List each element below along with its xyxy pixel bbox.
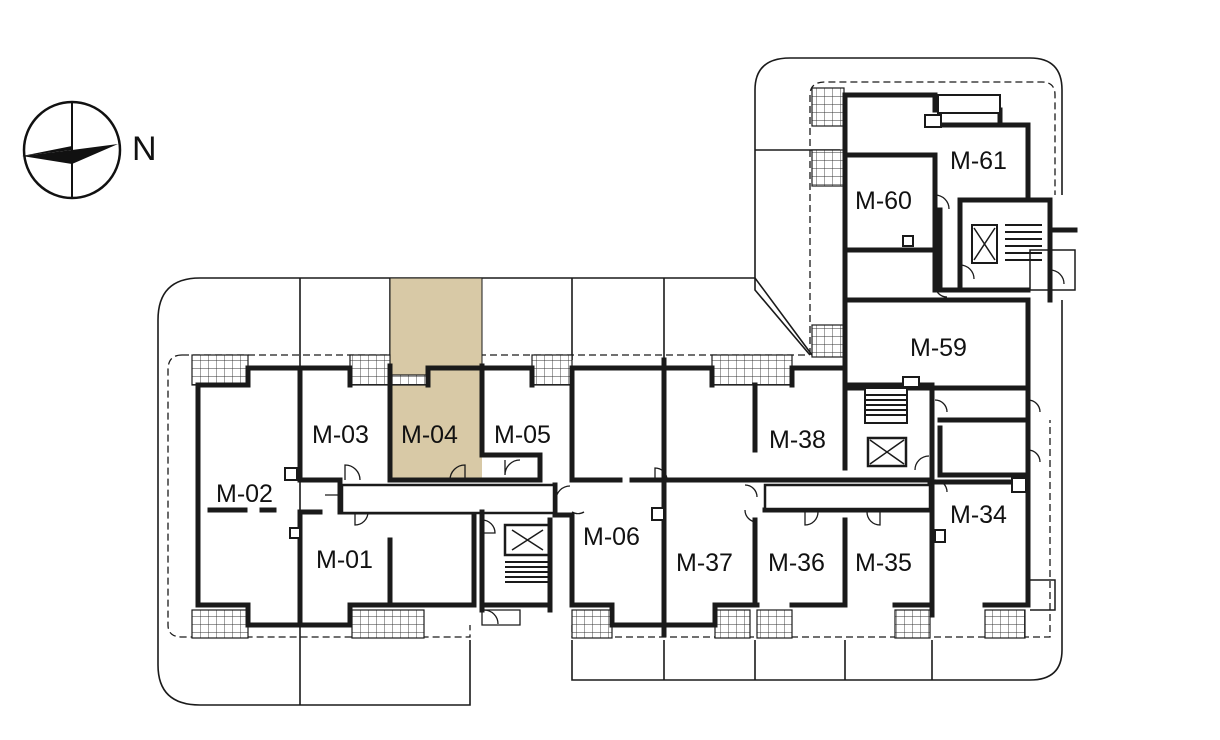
unit-label-m03[interactable]: M-03 [312,421,369,449]
unit-label-m38[interactable]: M-38 [769,426,826,454]
door-swings [325,194,1065,626]
unit-label-m04[interactable]: M-04 [401,421,458,449]
building-walls [195,92,1078,638]
balcony-hatches [191,87,1026,639]
unit-label-m61[interactable]: M-61 [950,147,1007,175]
unit-label-m05[interactable]: M-05 [494,421,551,449]
unit-label-m06[interactable]: M-06 [583,523,640,551]
unit-label-m35[interactable]: M-35 [855,549,912,577]
compass-north-label: N [132,130,157,168]
unit-label-m36[interactable]: M-36 [768,549,825,577]
unit-label-m59[interactable]: M-59 [910,334,967,362]
unit-labels: M-01 M-02 M-03 M-04 M-05 M-06 M-37 M-36 … [216,147,1007,577]
unit-label-m34[interactable]: M-34 [950,501,1007,529]
unit-label-m60[interactable]: M-60 [855,187,912,215]
unit-label-m02[interactable]: M-02 [216,480,273,508]
unit-label-m01[interactable]: M-01 [316,546,373,574]
compass-icon: N [22,100,157,200]
unit-label-m37[interactable]: M-37 [676,549,733,577]
building-dashed-outline [167,81,1056,638]
